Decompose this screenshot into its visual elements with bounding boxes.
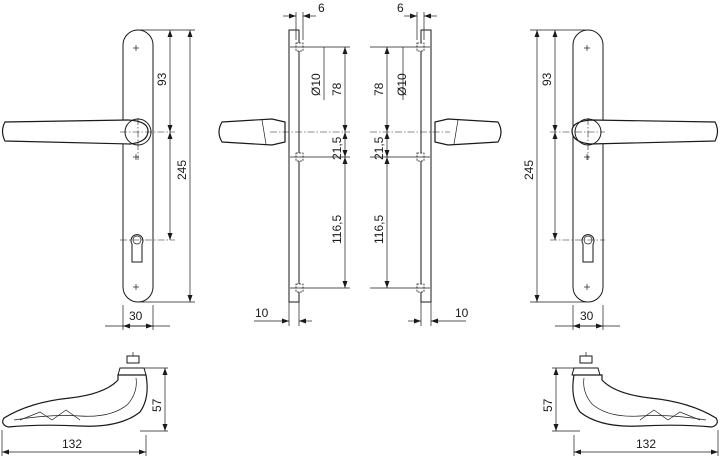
dim-lower-screw-distance-right: 116,5 [372, 215, 386, 244]
dim-screw-offset-right: 6 [397, 1, 404, 15]
dim-handle-height-left: 57 [150, 398, 164, 412]
left-cylinder-hole [130, 234, 144, 263]
dim-spindle-to-top-left: 93 [155, 72, 169, 86]
dim-hole-diameter-right: Ø10 [395, 73, 409, 96]
left-handle-profile: 57 132 [1, 352, 168, 456]
right-front-view: 93 245 30 [522, 29, 719, 330]
dim-plate-length-left: 245 [175, 160, 189, 180]
left-lever-profile [2, 374, 148, 428]
right-side-lever [434, 118, 502, 146]
dim-upper-screw-distance-left: 78 [330, 82, 344, 96]
dim-plate-length-right: 245 [522, 160, 536, 180]
dim-hole-diameter-left: Ø10 [309, 73, 323, 96]
dim-handle-length-left: 132 [62, 437, 82, 451]
dim-spindle-offset-right: 21,5 [372, 136, 386, 160]
right-handle-profile: 57 132 [541, 352, 719, 456]
right-lever-profile [572, 374, 718, 428]
dim-plate-width-right: 30 [580, 309, 594, 323]
left-side-view: 6 Ø10 78 21,5 116,5 10 [218, 1, 350, 326]
right-screw-icon [584, 45, 590, 290]
right-backplate [572, 29, 604, 303]
left-side-backplate [288, 29, 300, 303]
dim-plate-width-left: 30 [129, 309, 143, 323]
dim-handle-length-right: 132 [636, 437, 656, 451]
left-screw-icon [133, 45, 139, 290]
right-side-view: 6 Ø10 78 21,5 116,5 10 [370, 1, 502, 326]
dim-upper-screw-distance-right: 78 [372, 82, 386, 96]
left-lever-handle [1, 119, 149, 145]
left-backplate [122, 29, 154, 303]
dim-edge-distance-left: 10 [255, 306, 269, 320]
dim-screw-offset-left: 6 [318, 1, 325, 15]
left-front-view: 93 245 30 [1, 29, 195, 330]
dim-spindle-offset-left: 21,5 [330, 136, 344, 160]
right-side-backplate [420, 29, 432, 303]
dim-lower-screw-distance-left: 116,5 [330, 215, 344, 244]
right-cylinder-hole [581, 234, 595, 263]
dim-spindle-to-top-right: 93 [540, 72, 554, 86]
dim-handle-height-right: 57 [541, 398, 555, 412]
dim-edge-distance-right: 10 [455, 306, 469, 320]
